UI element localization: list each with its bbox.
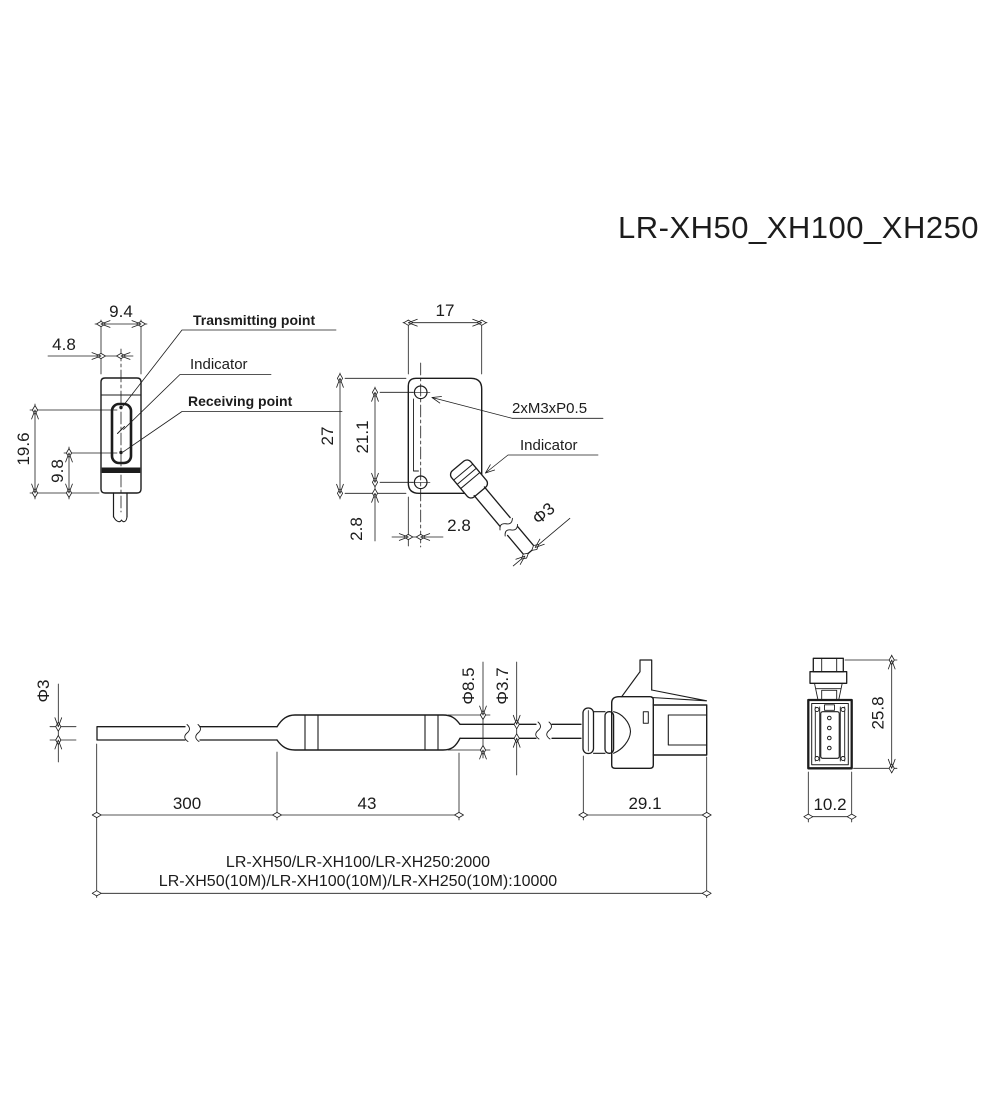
cable-length-text: 300 xyxy=(173,794,201,813)
front-dim-height-rx-text: 9.8 xyxy=(48,459,67,483)
side-dim-height-text: 27 xyxy=(318,427,337,446)
transmitting-point-label: Transmitting point xyxy=(193,312,315,328)
cable-section xyxy=(96,724,278,742)
connector-side-view xyxy=(582,659,708,769)
sleeve-length-text: 43 xyxy=(358,794,377,813)
front-view: 9.4 4.8 19.6 9.8 xyxy=(14,302,343,523)
front-dim-width-text: 9.4 xyxy=(109,302,133,321)
side-dim-width xyxy=(402,318,488,375)
side-dim-hole-offset-v-text: 2.8 xyxy=(347,517,366,541)
side-view: Φ3 17 27 21.1 xyxy=(318,301,604,567)
connector-height-text: 25.8 xyxy=(869,696,888,729)
side-view-leaders xyxy=(430,393,604,477)
connector-height-dim xyxy=(844,654,898,774)
connector-end-view: 25.8 10.2 xyxy=(803,654,898,823)
drawing-title: LR-XH50_XH100_XH250 xyxy=(618,210,979,245)
receiving-point-marker xyxy=(119,450,123,455)
cable-sleeve xyxy=(276,714,461,751)
lead-dia-dim xyxy=(512,661,521,776)
mounting-hole-top xyxy=(411,385,431,400)
sleeve-dia-text: Φ8.5 xyxy=(459,667,478,704)
receiving-point-label: Receiving point xyxy=(188,393,293,409)
side-dim-hole-offset-h-text: 2.8 xyxy=(447,516,471,535)
side-dim-hole-offset-h xyxy=(391,496,444,547)
front-view-leaders xyxy=(122,329,343,453)
side-dim-width-text: 17 xyxy=(436,301,455,320)
thread-spec-label: 2xM3xP0.5 xyxy=(512,400,587,417)
lead-cable-section xyxy=(459,721,582,740)
front-dim-height-rx xyxy=(63,446,118,500)
overall-length-line1: LR-XH50/LR-XH100/LR-XH250:2000 xyxy=(226,854,490,871)
length-dims xyxy=(91,743,712,898)
front-dim-beam-offset-text: 4.8 xyxy=(52,335,76,354)
cable-assembly-view: Φ3 Φ8.5 Φ3.7 xyxy=(34,659,712,898)
connector-length-text: 29.1 xyxy=(628,794,661,813)
cable-dia-text: Φ3 xyxy=(34,679,53,702)
side-cable-dia-text: Φ3 xyxy=(529,499,559,528)
sleeve-dia-dim xyxy=(447,661,491,760)
lead-dia-text: Φ3.7 xyxy=(493,667,512,704)
connector-end-outline xyxy=(807,657,853,770)
front-dim-beam-offset xyxy=(47,352,134,360)
connector-width-text: 10.2 xyxy=(813,795,846,814)
mounting-hole-bottom xyxy=(411,475,431,490)
indicator-marker xyxy=(117,426,125,434)
cable-dia-dim xyxy=(49,683,77,763)
front-dim-height-tx xyxy=(29,403,118,500)
connector-width-dim xyxy=(803,771,857,823)
front-indicator-label: Indicator xyxy=(190,356,248,373)
front-dim-width xyxy=(94,319,148,375)
side-indicator-label: Indicator xyxy=(520,437,578,454)
transmitting-point-marker xyxy=(119,405,123,410)
side-dim-hole-pitch-text: 21.1 xyxy=(353,420,372,453)
overall-length-line2: LR-XH50(10M)/LR-XH100(10M)/LR-XH250(10M)… xyxy=(159,873,557,890)
front-dim-height-tx-text: 19.6 xyxy=(14,432,33,465)
side-dim-hole-pitch xyxy=(371,386,414,542)
